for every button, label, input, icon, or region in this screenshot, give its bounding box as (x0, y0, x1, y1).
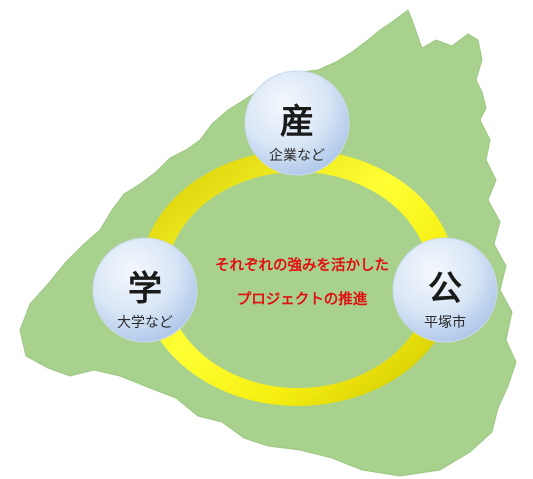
node-academia-title: 学 (128, 269, 162, 309)
node-industry-title: 産 (280, 102, 314, 142)
node-academia-circle (92, 237, 198, 343)
node-industry-circle (244, 70, 350, 176)
node-government: 公 平塚市 (392, 237, 498, 343)
node-industry-subtitle: 企業など (269, 147, 325, 164)
node-government-circle (392, 237, 498, 343)
center-text-line1: それぞれの強みを活かした (215, 256, 389, 274)
node-academia-subtitle: 大学など (117, 315, 173, 331)
center-text-line2: プロジェクトの推進 (237, 290, 368, 308)
node-industry: 産 企業など (244, 70, 350, 176)
node-academia: 学 大学など (92, 237, 198, 343)
node-government-subtitle: 平塚市 (424, 314, 466, 331)
node-government-title: 公 (428, 269, 462, 309)
